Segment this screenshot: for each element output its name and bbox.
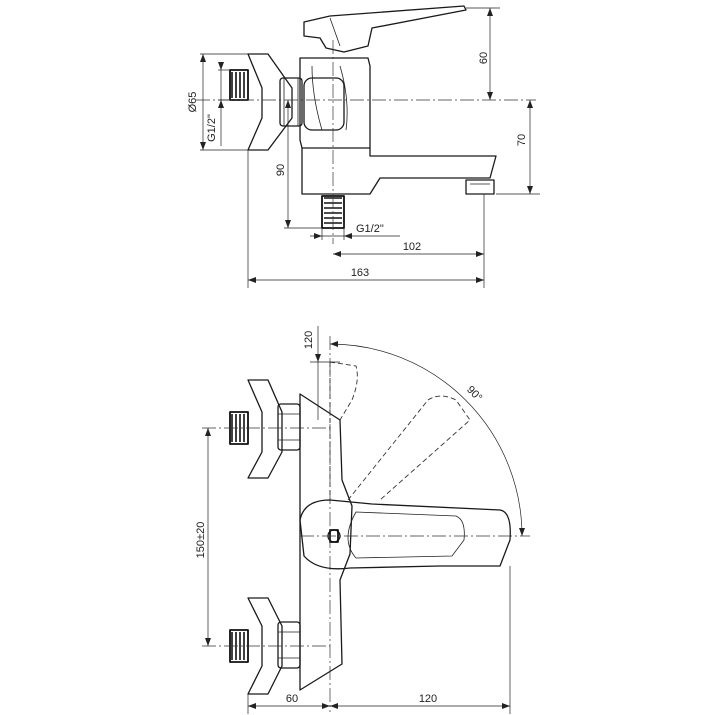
inlet-thread-hatch <box>231 72 245 98</box>
front-lever-rotated <box>329 361 358 421</box>
lower-union-nut <box>277 621 301 669</box>
lower-rosette <box>247 597 283 695</box>
dim-spout-reach: 102 <box>403 241 421 253</box>
dim-outlet-thread: G1/2" <box>356 223 384 235</box>
dim-lever-length: 120 <box>419 693 437 705</box>
dim-rosette-diameter: Ø65 <box>187 92 199 113</box>
dim-body-depth: 60 <box>286 693 298 705</box>
front-lever <box>299 499 511 570</box>
front-view: 90° 120 150±20 60 120 <box>195 326 530 714</box>
rotation-arc <box>329 343 523 537</box>
spout <box>301 147 497 195</box>
dim-outlet-depth: 90 <box>275 164 287 176</box>
side-view: 60 70 Ø65 G1/2" 90 G1/2" <box>187 5 540 288</box>
dim-inlet-thread: G1/2" <box>206 114 218 142</box>
dim-spout-height: 70 <box>516 134 528 146</box>
front-body <box>299 393 353 691</box>
dim-rotation-angle: 90° <box>464 384 484 404</box>
upper-rosette <box>247 379 283 479</box>
mixer-body <box>299 57 371 149</box>
wall-rosette <box>247 53 293 151</box>
inlet-thread <box>229 69 249 101</box>
spout-aerator <box>465 179 495 195</box>
dim-lever-clearance: 120 <box>303 331 315 349</box>
dim-lever-height: 60 <box>478 52 490 64</box>
dim-total-length: 163 <box>351 267 369 279</box>
union-nut <box>279 77 303 127</box>
lever-handle <box>303 5 467 53</box>
dim-inlet-spacing: 150±20 <box>195 522 207 559</box>
